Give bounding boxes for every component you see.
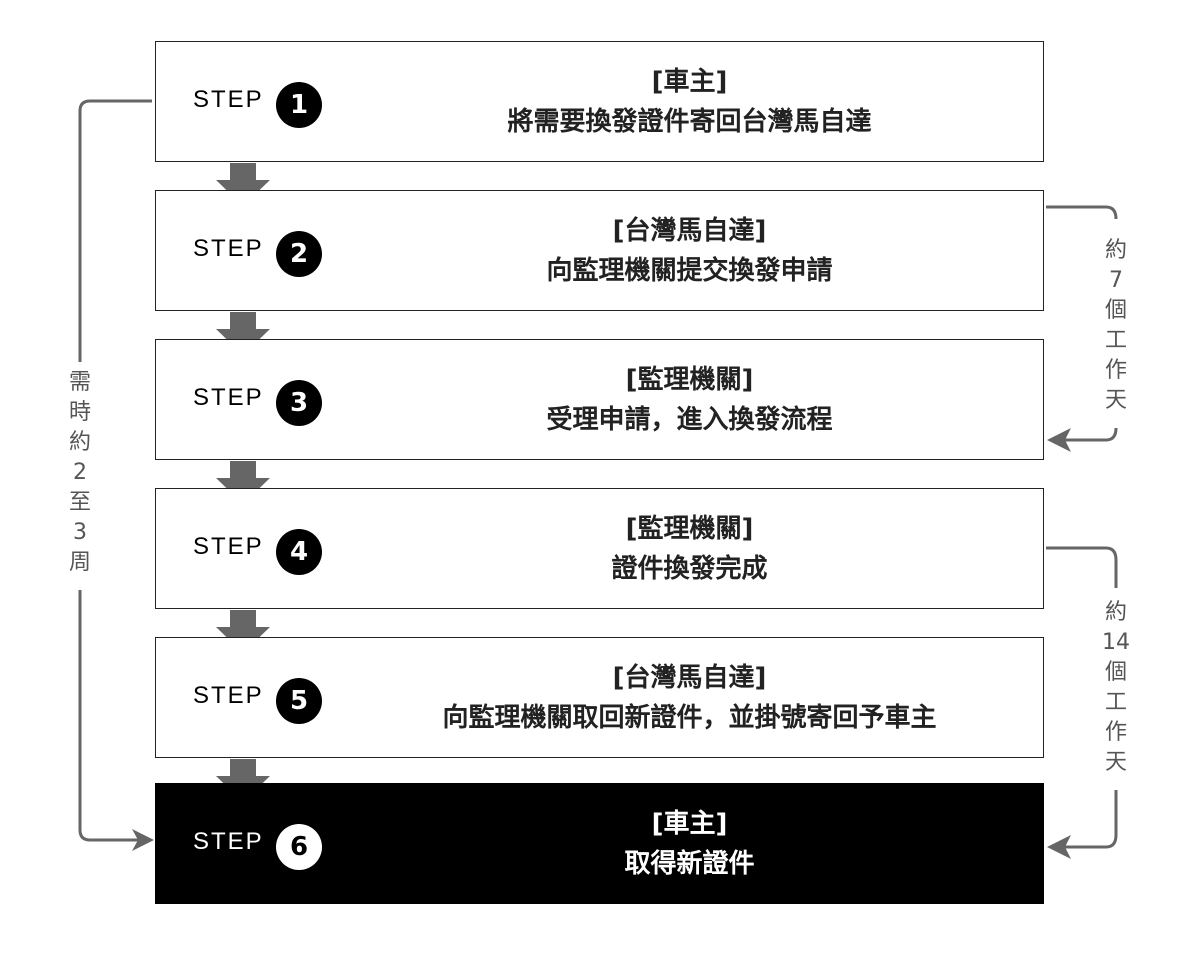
bracket-14-days-bottom (1062, 790, 1118, 849)
duration-char: 作 (1104, 720, 1127, 745)
step-number-badge: 1 (276, 82, 322, 128)
duration-char: 需 (68, 370, 91, 395)
step-action: 向監理機關取回新證件，並掛號寄回予車主 (442, 703, 937, 733)
step-action: 取得新證件 (624, 849, 755, 879)
duration-char: 作 (1104, 358, 1127, 383)
step-box-4: STEP 4 [監理機關] 證件換發完成 (155, 488, 1044, 609)
down-arrow-4 (216, 610, 270, 653)
step-box-1: STEP 1 [車主] 將需要換發證件寄回台灣馬自達 (155, 41, 1044, 162)
duration-char: 7 (1109, 268, 1123, 293)
duration-char: 工 (1104, 690, 1127, 715)
duration-char: 個 (1104, 298, 1127, 323)
arrow-head-step6-left (132, 829, 154, 851)
duration-7-days-label: 約 7 個工作天 (1096, 236, 1136, 416)
duration-char: 時 (68, 400, 91, 425)
step-label: STEP (193, 682, 264, 709)
step-box-6: STEP 6 [車主] 取得新證件 (155, 783, 1044, 904)
down-arrow-3 (216, 461, 270, 504)
arrow-head-step6-right (1047, 835, 1071, 859)
duration-char: 約 (1104, 600, 1127, 625)
step-action: 受理申請，進入換發流程 (546, 405, 833, 435)
duration-char: 天 (1104, 388, 1127, 413)
step-number-badge: 4 (276, 529, 322, 575)
step-number-badge: 2 (276, 231, 322, 277)
step-number-badge: 6 (276, 824, 322, 870)
duration-char: 周 (68, 550, 91, 575)
step-label: STEP (193, 86, 264, 113)
duration-char: 工 (1104, 328, 1127, 353)
bracket-7-days-top (1046, 205, 1118, 220)
duration-char: 14 (1102, 630, 1130, 655)
duration-14-days-label: 約 14 個工作天 (1096, 598, 1136, 778)
step-box-2: STEP 2 [台灣馬自達] 向監理機關提交換發申請 (155, 190, 1044, 311)
arrow-head-step3-right (1047, 428, 1071, 452)
step-actor: [監理機關] (625, 514, 754, 544)
total-bracket-top (78, 99, 152, 362)
down-arrow-1 (216, 163, 270, 206)
total-bracket-bottom (78, 590, 140, 842)
step-actor: [台灣馬自達] (612, 216, 767, 246)
step-actor: [車主] (651, 809, 728, 839)
step-actor: [監理機關] (625, 365, 754, 395)
duration-char: 至 (68, 490, 91, 515)
total-duration-label: 需時約 2 至 3 周 (60, 368, 100, 578)
duration-char: 3 (73, 520, 87, 545)
duration-char: 個 (1104, 660, 1127, 685)
duration-char: 天 (1104, 750, 1127, 775)
bracket-14-days-top (1046, 546, 1118, 588)
step-actor: [車主] (651, 67, 728, 97)
step-actor: [台灣馬自達] (612, 663, 767, 693)
step-label: STEP (193, 533, 264, 560)
down-arrow-5 (216, 759, 270, 802)
step-label: STEP (193, 384, 264, 411)
down-arrow-2 (216, 312, 270, 355)
step-number-badge: 5 (276, 678, 322, 724)
step-box-5: STEP 5 [台灣馬自達] 向監理機關取回新證件，並掛號寄回予車主 (155, 637, 1044, 758)
step-label: STEP (193, 828, 264, 855)
bracket-7-days-bottom (1062, 427, 1118, 442)
duration-char: 2 (73, 460, 87, 485)
step-action: 向監理機關提交換發申請 (546, 256, 833, 286)
step-action: 將需要換發證件寄回台灣馬自達 (507, 107, 872, 137)
step-action: 證件換發完成 (611, 554, 768, 584)
step-number-badge: 3 (276, 380, 322, 426)
step-box-3: STEP 3 [監理機關] 受理申請，進入換發流程 (155, 339, 1044, 460)
duration-char: 約 (1104, 238, 1127, 263)
duration-char: 約 (68, 430, 91, 455)
step-label: STEP (193, 235, 264, 262)
